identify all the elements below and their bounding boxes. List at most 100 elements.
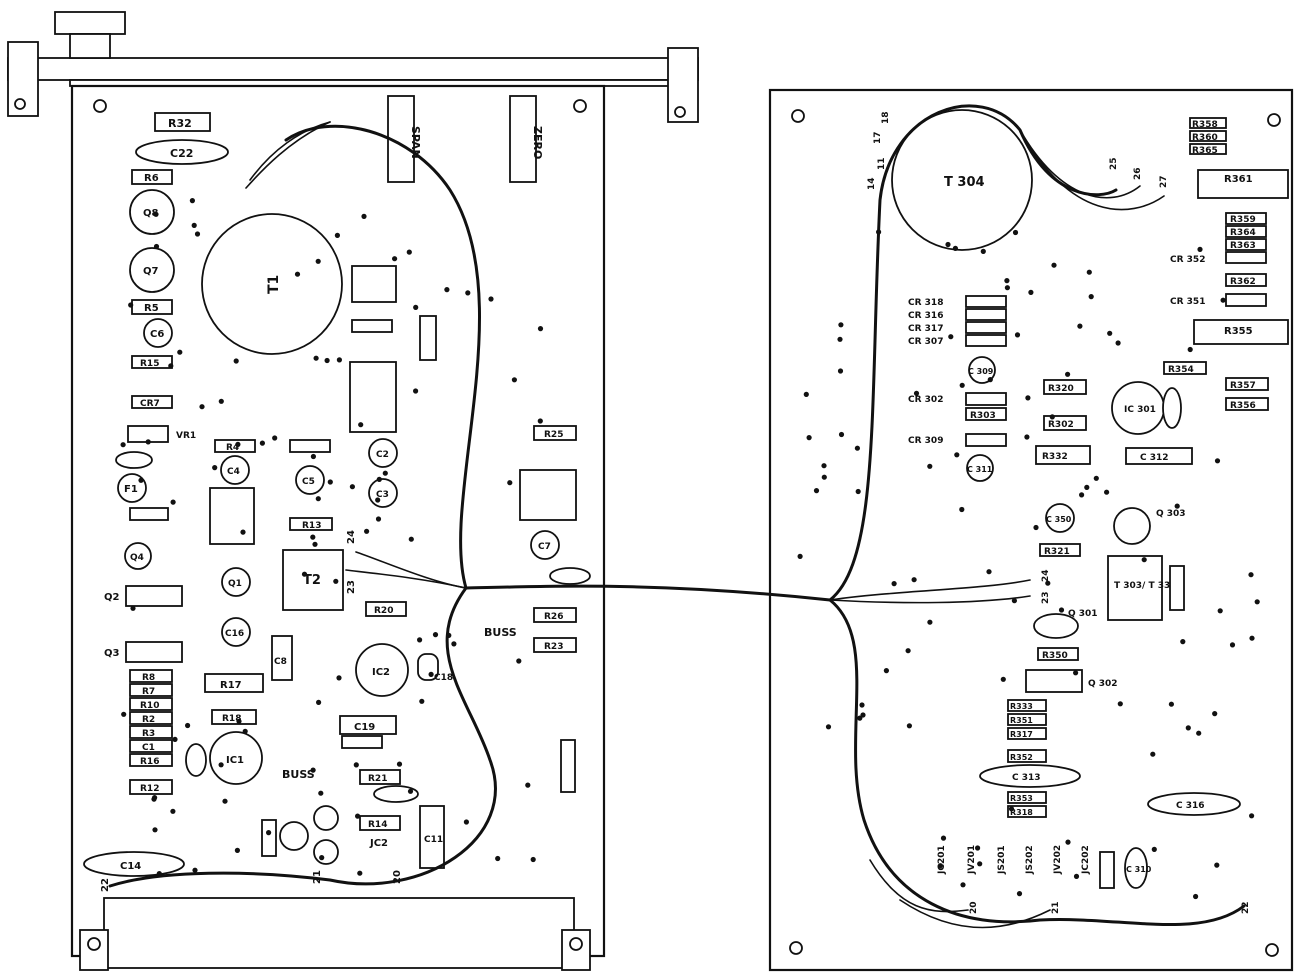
transformer-t1-label: T1: [266, 275, 282, 294]
solder-pad: [495, 855, 501, 862]
solder-pad: [803, 391, 809, 397]
resistor-r321-label: R321: [1044, 547, 1070, 557]
resistor-r13-label: R13: [302, 521, 321, 531]
diode-cr7-label: CR7: [140, 399, 160, 409]
solder-pad: [1141, 557, 1147, 563]
resistor-r356-label: R356: [1230, 401, 1256, 411]
solder-pad: [170, 499, 176, 505]
solder-pad: [1004, 285, 1011, 291]
transformer-t303-label: T 303/ T 333: [1114, 581, 1177, 591]
resistor-r315: [1099, 851, 1115, 889]
right-ear-hole: [674, 106, 686, 118]
solder-pad: [1086, 269, 1092, 275]
resistor-r317: [1007, 727, 1047, 740]
solder-pad: [191, 222, 197, 228]
solder-pad: [235, 441, 241, 447]
resistor-r358-label: R358: [1192, 120, 1218, 130]
solder-pad: [312, 541, 318, 547]
resistor-r18-label: R18: [222, 714, 241, 724]
solder-pad: [940, 835, 947, 841]
capacitor-c7-small: [373, 785, 419, 803]
resistor-r365-label: R365: [1192, 146, 1218, 156]
solder-pad: [959, 382, 965, 388]
capacitor-c14-label: C14: [120, 861, 141, 872]
resistor-r333: [1007, 699, 1047, 712]
solder-pad: [1196, 730, 1202, 736]
solder-pad: [986, 569, 992, 575]
resistor-r23-label: R23: [544, 642, 563, 652]
resistor-r352: [1007, 749, 1047, 763]
capacitor-c16: [221, 617, 251, 647]
transistor-q301: [1033, 613, 1079, 639]
solder-pad: [313, 355, 319, 361]
resistor-r320-label: R320: [1048, 384, 1074, 394]
solder-pad: [259, 440, 265, 446]
pin-26-right: 26: [1133, 167, 1143, 180]
capacitor-c312-label: C 312: [1140, 453, 1169, 463]
transistor-q302: [1025, 669, 1083, 693]
diode-cr352-label: CR 352: [1170, 255, 1205, 265]
resistor-r12: [129, 779, 173, 795]
resistor-r354: [1163, 361, 1207, 375]
solder-pad: [977, 861, 983, 867]
solder-pad: [327, 479, 333, 485]
resistor-block-r19: [519, 469, 577, 521]
solder-pad: [821, 474, 827, 480]
resistor-r20: [365, 601, 407, 617]
solder-pad: [980, 248, 986, 254]
solder-pad: [837, 368, 844, 374]
solder-pad: [1180, 639, 1186, 645]
resistor-r3-label: R3: [142, 729, 155, 739]
transistor-q8: [129, 189, 175, 235]
edge-connector: [103, 897, 575, 969]
transistor-q4-label: Q4: [130, 553, 144, 563]
solder-pad: [233, 358, 239, 364]
resistor-r15b: [341, 735, 383, 749]
right-board: T 304 R358 R360 R365 R361 R359 R364 R363…: [768, 88, 1294, 972]
solder-pad: [1014, 332, 1021, 338]
solder-pad: [153, 243, 160, 250]
capacitor-c16-label: C16: [225, 629, 244, 639]
pin-21-right: 21: [1051, 901, 1061, 914]
solder-pad: [1093, 475, 1099, 481]
solder-pad: [1214, 862, 1220, 868]
resistor-r350-label: R350: [1042, 651, 1068, 661]
harness-pin-wires-top: [249, 121, 331, 181]
pin-labels: 22 20 21 24 23 14 11 17 18 25 26 27 20 2…: [100, 111, 1251, 914]
resistor-r6-label: R6: [144, 173, 159, 184]
resistor-r26-vert: [419, 315, 437, 361]
resistor-r351-label: R351: [1010, 716, 1033, 725]
resistor-r26: [533, 607, 577, 623]
solder-pad: [516, 658, 522, 664]
connector-jv201-label: JV201: [967, 845, 977, 875]
harness-trunk: [464, 584, 832, 602]
resistor-r10: [129, 697, 173, 711]
trimmer-vr1-label: VR1: [176, 431, 196, 441]
capacitor-c1: [129, 739, 173, 753]
solder-pad: [334, 232, 340, 238]
transistor-q303: [1113, 507, 1151, 545]
solder-pad: [1079, 492, 1085, 498]
solder-pad: [199, 404, 205, 410]
resistor-r303: [965, 407, 1007, 421]
solder-pad: [272, 435, 278, 441]
diode-cr317: [965, 321, 1007, 334]
solder-pad: [266, 830, 272, 836]
solder-pad: [1168, 701, 1174, 707]
solder-pad: [952, 245, 959, 251]
resistor-r3: [129, 725, 173, 739]
transistor-q4: [124, 542, 152, 570]
resistor-r302: [1043, 415, 1087, 431]
solder-pad: [945, 241, 951, 248]
solder-pad: [1217, 608, 1223, 614]
pin-22-right: 22: [1241, 901, 1251, 914]
solder-pad: [1077, 323, 1083, 329]
solder-pad: [294, 271, 301, 277]
solder-pad: [905, 648, 911, 654]
solder-pad: [537, 326, 544, 332]
harness-to-pins-24-23: [355, 551, 467, 589]
capacitor-c20: [115, 451, 153, 469]
resistor-r25: [351, 265, 397, 303]
resistor-r4-label: R4: [226, 443, 239, 453]
resistor-r17-label: R17: [220, 680, 242, 691]
